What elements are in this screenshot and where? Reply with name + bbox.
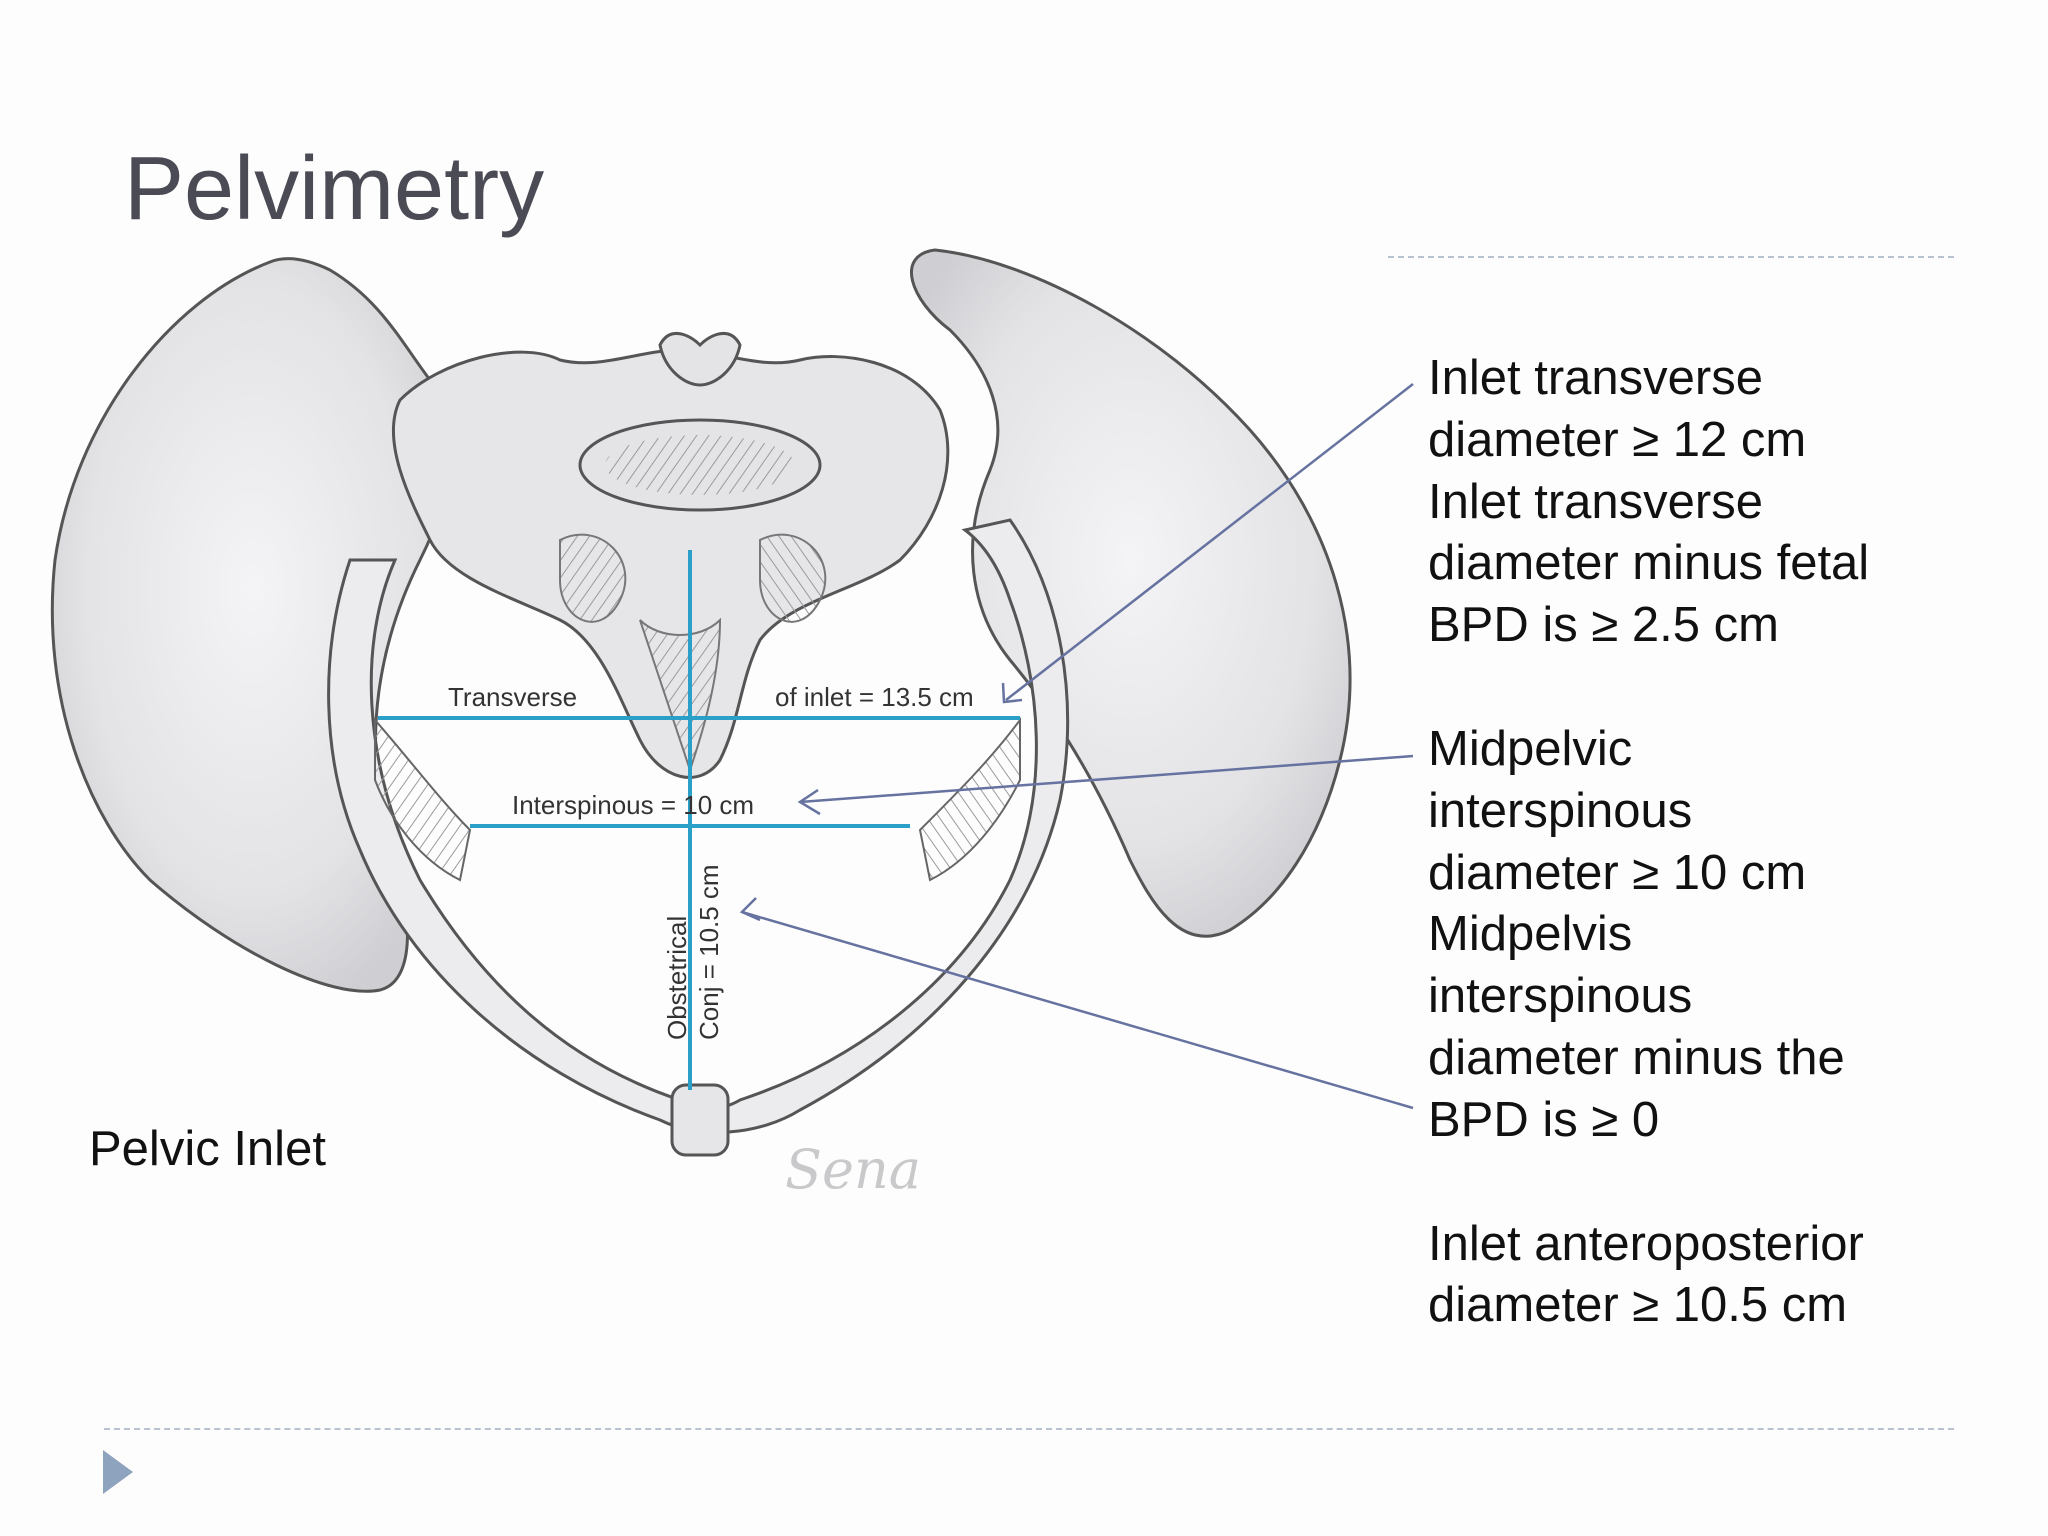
next-slide-arrow-icon[interactable] <box>103 1450 133 1494</box>
interspinous-label: Interspinous = 10 cm <box>512 790 754 820</box>
note-line: diameter minus the <box>1428 1030 1845 1085</box>
leader-line-transverse <box>1001 383 1414 704</box>
conjugate-label-line1: Obstetrical <box>662 916 692 1040</box>
note-spacer <box>1428 657 1948 719</box>
note-line: diameter ≥ 10.5 cm <box>1428 1278 1848 1333</box>
top-divider <box>1388 256 1954 258</box>
conjugate-label-line2: Conj = 10.5 cm <box>694 864 724 1040</box>
note-line: Inlet anteroposterior <box>1428 1216 1864 1271</box>
slide-title: Pelvimetry <box>124 139 545 239</box>
bottom-divider <box>104 1428 1954 1430</box>
note-line: diameter ≥ 10 cm <box>1428 845 1807 900</box>
left-ischial-region <box>374 717 472 882</box>
sacral-foramen-left <box>559 533 627 623</box>
note-line: Inlet transverse <box>1428 474 1763 529</box>
transverse-label: Transverse <box>448 682 577 712</box>
transverse-value-label: of inlet = 13.5 cm <box>775 682 974 712</box>
right-ischial-region <box>918 717 1021 882</box>
measurement-notes: Inlet transverse diameter ≥ 12 cm Inlet … <box>1428 348 1948 1337</box>
right-iliac-wing <box>909 248 1352 938</box>
note-line: Inlet transverse <box>1428 351 1763 405</box>
note-line: Midpelvis <box>1428 907 1633 962</box>
note-line: diameter minus fetal <box>1428 536 1870 591</box>
pelvic-ring <box>327 518 1070 1134</box>
note-line: interspinous <box>1428 783 1693 838</box>
note-line: diameter ≥ 12 cm <box>1428 412 1807 467</box>
note-spacer <box>1428 1152 1948 1214</box>
spinous-process <box>658 332 742 387</box>
illustrator-signature: Sena <box>785 1138 921 1201</box>
vertebral-body-texture <box>605 435 795 495</box>
note-line: interspinous <box>1428 969 1693 1024</box>
pubic-symphysis <box>670 1083 730 1157</box>
figure-caption: Pelvic Inlet <box>89 1122 326 1176</box>
note-line: Midpelvic <box>1428 721 1633 776</box>
leader-line-conjugate <box>739 897 1414 1110</box>
note-line: BPD is ≥ 0 <box>1428 1092 1660 1147</box>
sacral-foramen-right <box>759 533 827 623</box>
note-line: BPD is ≥ 2.5 cm <box>1428 598 1779 653</box>
leader-line-interspinous <box>797 754 1414 816</box>
